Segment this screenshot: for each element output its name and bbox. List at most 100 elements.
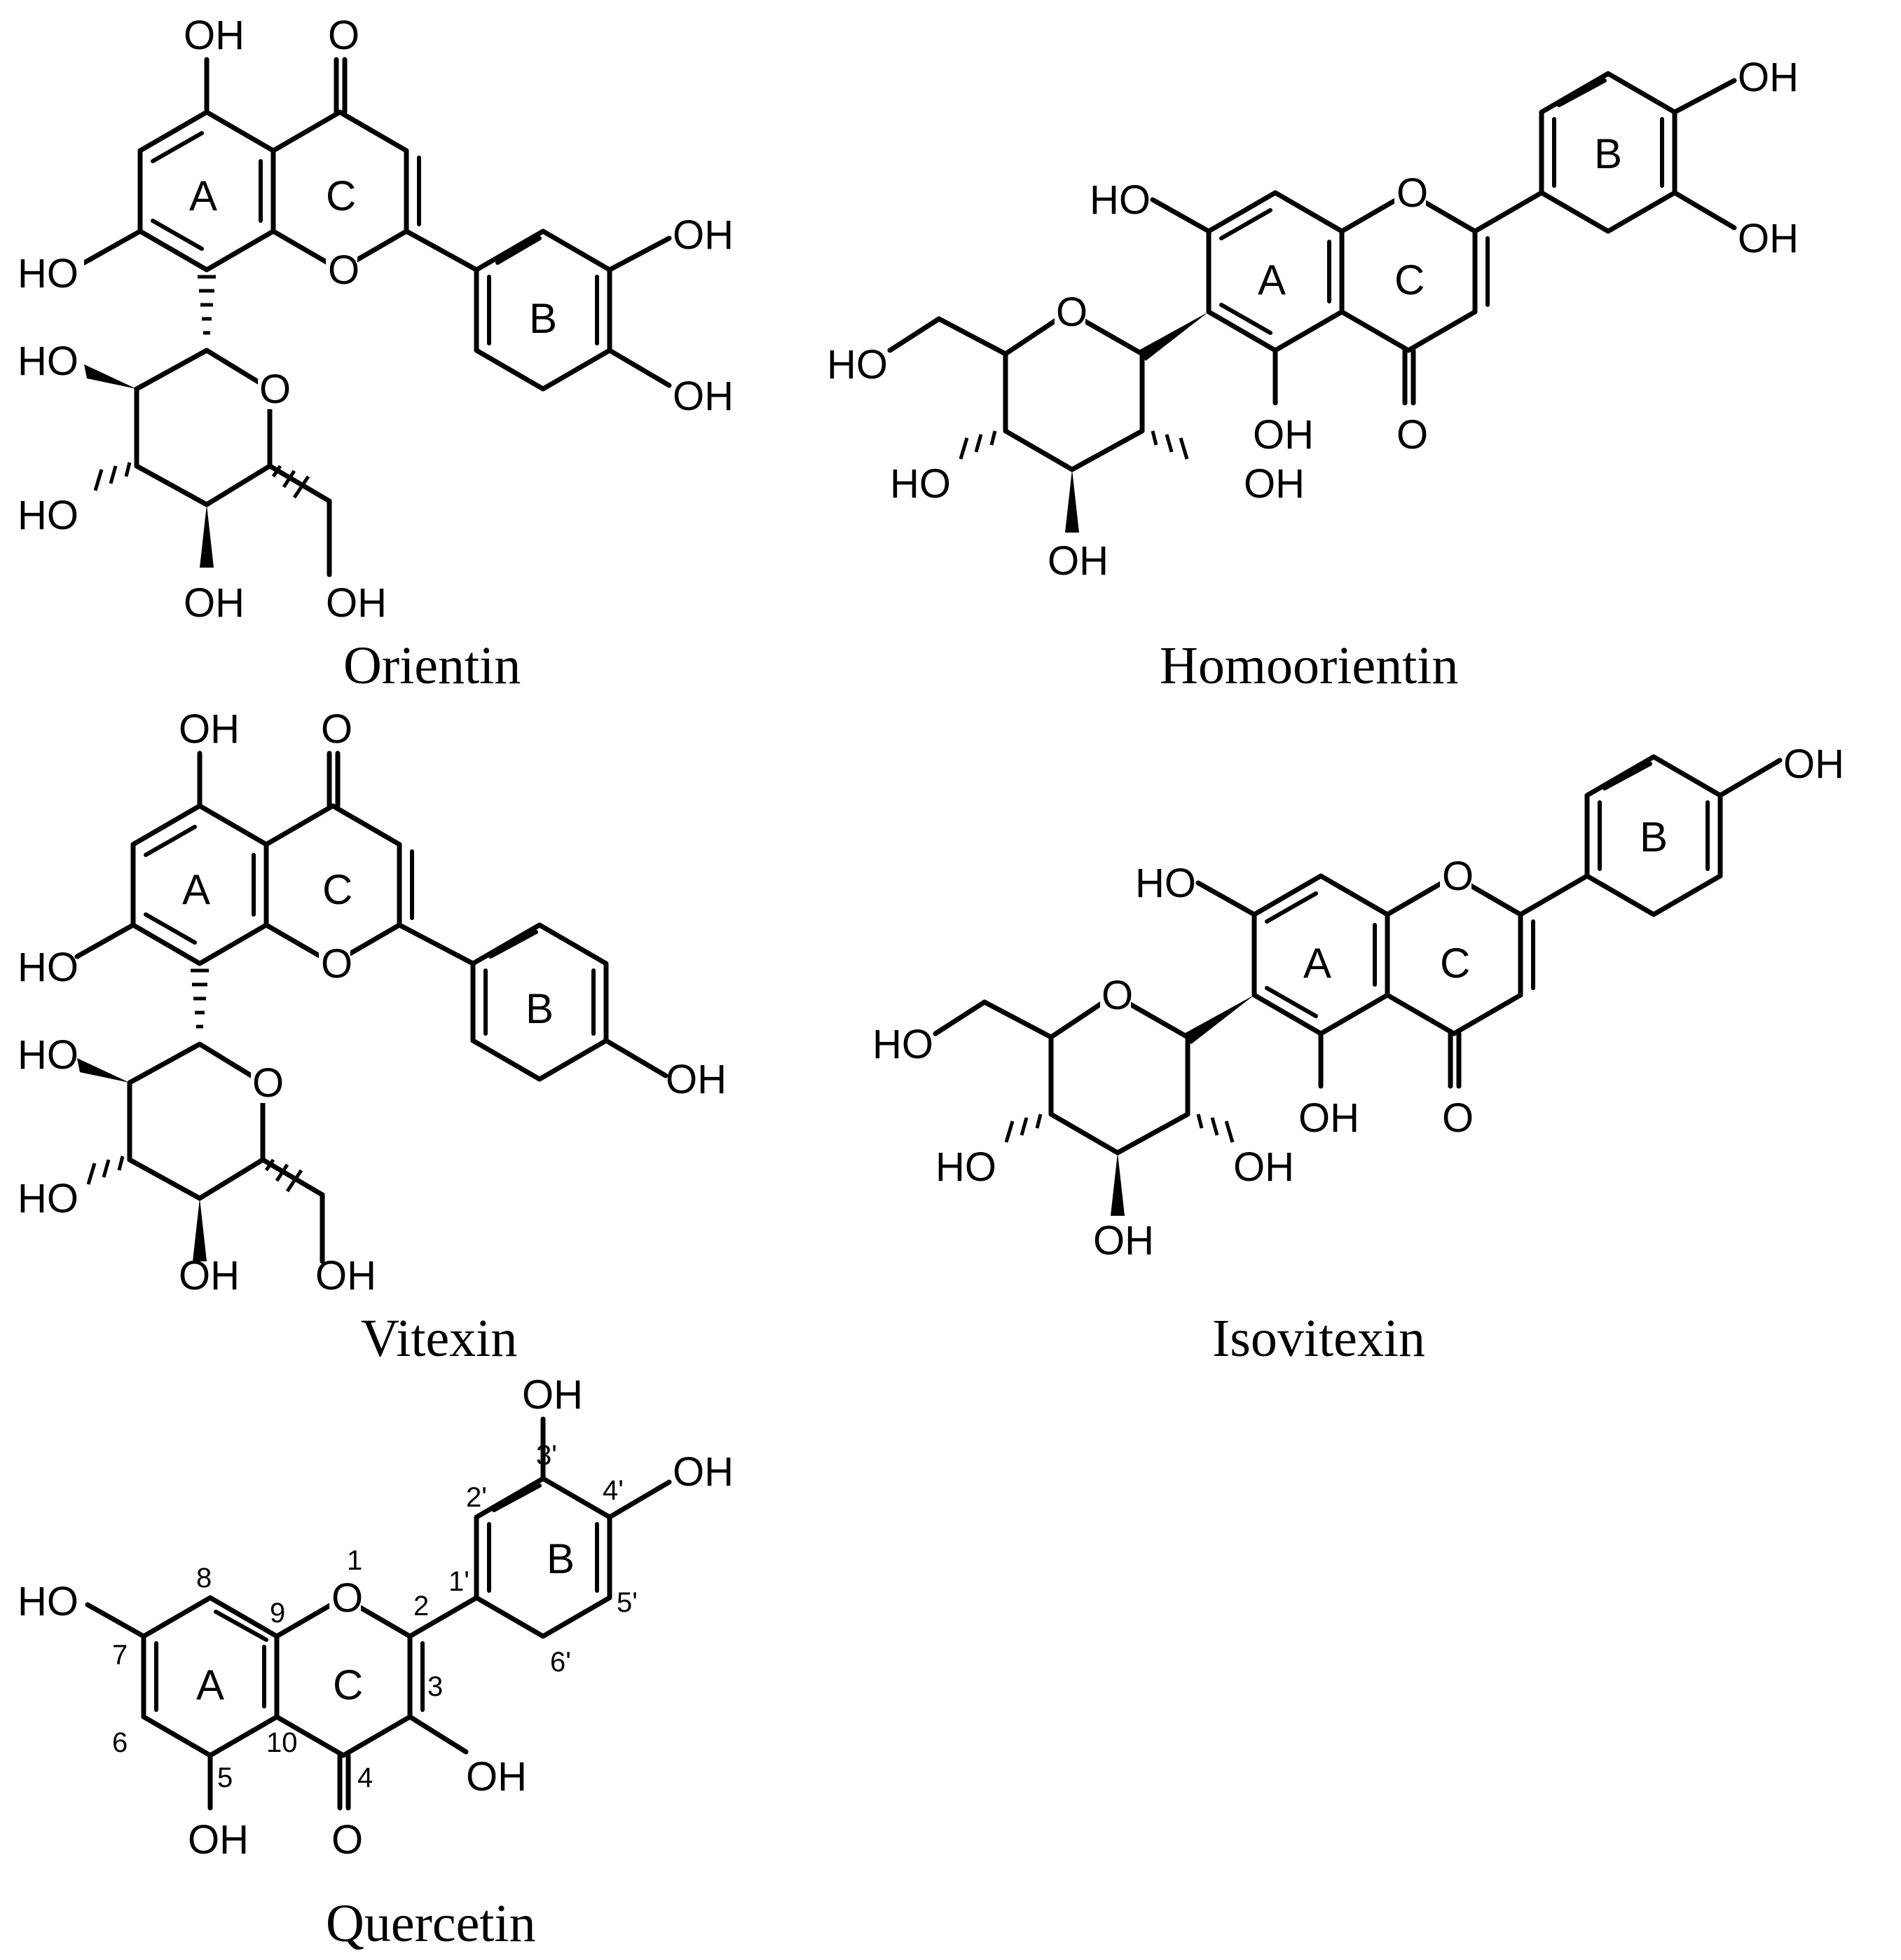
position-number: 5' [617,1587,638,1618]
ring-label: A [1303,940,1331,987]
atom-label: OH [179,706,240,752]
atom-label: HO [827,342,888,388]
position-number: 1 [347,1545,362,1576]
ring-label: B [529,295,557,342]
compound-name: Homoorientin [1160,636,1458,695]
position-number: 5 [217,1762,233,1793]
atom-label: OH [315,1253,376,1298]
atom-label: O [328,247,359,293]
atom-label: OH [522,1372,583,1418]
atom-label: HO [872,1022,933,1067]
position-number: 7 [112,1640,128,1671]
atom-label: OH [184,13,245,58]
atom-label: OH [673,1449,734,1495]
hashed-bond [1004,1113,1043,1143]
position-number: 6' [550,1647,571,1678]
atom-label: O [1102,973,1133,1018]
ring-label: B [547,1535,575,1582]
homoorientin-structure: OH OH HO O OH O HO O HO OH OH A B C Homo… [827,55,1799,695]
compound-name: Quercetin [326,1894,536,1953]
atom-label: O [1442,1095,1474,1141]
atom-label: HO [18,1032,78,1078]
quercetin-structure: OH OH HO O OH O OH 1 2 3 4 5 6 7 8 9 10 … [18,1372,734,1953]
ring-label: B [1594,130,1622,177]
atom-label: O [328,13,359,58]
atom-label: OH [673,374,734,419]
ring-label: A [196,1661,224,1708]
atom-label: HO [18,493,78,538]
isovitexin-structure: OH HO O OH O HO O HO OH OH A B C Isovite… [872,741,1844,1368]
ring-label: A [182,866,210,913]
atom-label: O [1396,412,1428,458]
atom-label: HO [18,945,78,990]
position-number: 2' [466,1482,487,1513]
atom-label: HO [18,338,78,384]
atom-label: OH [673,212,734,258]
atom-label: OH [1738,216,1799,261]
atom-label: HO [18,251,78,296]
hashed-bond [271,465,310,499]
hashed-bond [198,275,216,335]
position-number: 2 [413,1591,429,1622]
atom-label: O [321,706,352,752]
atom-label: OH [188,1817,249,1863]
atom-label: OH [1233,1144,1294,1190]
hashed-bond [86,1156,125,1185]
ring-label: C [322,866,352,913]
ring-label: A [189,172,217,219]
atom-label: OH [1783,741,1844,787]
atom-label: O [1056,289,1087,335]
position-number: 3' [536,1440,557,1471]
ring-label: B [1640,814,1668,861]
ring-label: A [1258,256,1286,303]
atom-label: O [1396,170,1428,216]
atom-label: OH [1253,412,1314,458]
atom-label: O [252,1060,284,1106]
hashed-bond [1196,1113,1235,1143]
compound-name: Vitexin [361,1309,517,1368]
atom-label: O [1442,854,1474,899]
atom-label: HO [18,1176,78,1221]
position-number: 3 [427,1671,443,1702]
atom-label: OH [184,580,245,626]
atom-label: HO [1135,861,1196,906]
position-number: 6 [112,1727,128,1758]
atom-label: OH [466,1754,527,1800]
atom-label: O [321,941,352,987]
atom-label: HO [890,461,951,507]
atom-label: OH [326,580,387,626]
ring-label: B [526,985,554,1032]
hashed-bond [93,462,132,491]
position-number: 10 [266,1727,298,1758]
compound-name: Orientin [343,636,521,695]
compound-name: Isovitexin [1212,1309,1425,1368]
atom-label: OH [1298,1095,1359,1141]
atom-label: OH [1093,1218,1154,1263]
position-number: 4 [357,1762,373,1793]
vitexin-structure: OH O HO O OH HO O HO OH OH A B C Vitexin [18,706,727,1368]
position-number: 8 [196,1563,212,1594]
position-number: 1' [448,1566,469,1597]
hashed-bond [191,968,209,1029]
ring-label: C [333,1661,363,1708]
atom-label: O [331,1817,363,1863]
ring-label: C [1440,940,1470,987]
atom-label: HO [1090,177,1151,223]
position-number: 9 [270,1598,285,1629]
hashed-bond [1151,430,1189,460]
position-number: 4' [603,1475,624,1506]
atom-label: O [331,1575,363,1621]
atom-label: OH [666,1057,727,1102]
orientin-structure: OH O HO O OH OH HO O HO OH OH A B C Orie… [14,13,734,695]
atom-label: OH [179,1253,240,1298]
atom-label: HO [18,1579,78,1624]
hashed-bond [264,1158,303,1193]
atom-label: O [259,366,291,412]
atom-label: OH [1244,461,1305,507]
atom-label: OH [1048,538,1109,584]
ring-label: C [326,172,356,219]
atom-label: OH [1738,55,1799,100]
hashed-bond [959,430,997,460]
ring-label: C [1394,256,1425,303]
